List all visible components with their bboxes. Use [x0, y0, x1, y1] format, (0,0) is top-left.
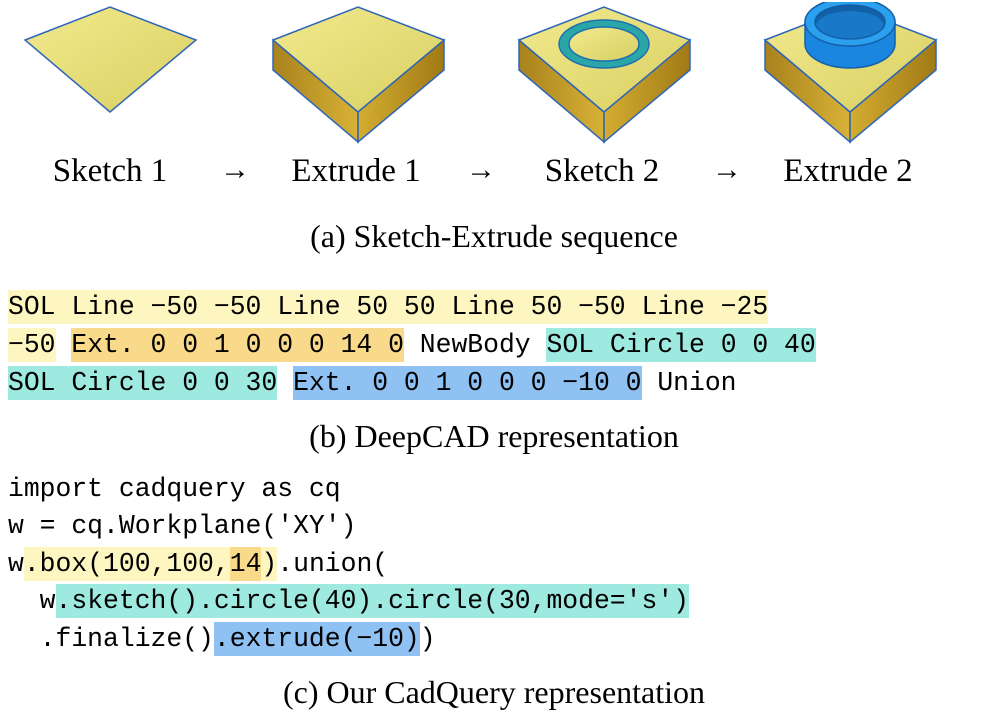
panel-b-line: SOL Line −50 −50 Line 50 50 Line 50 −50 …	[8, 290, 769, 324]
panel-c-line: .finalize().extrude(−10))	[8, 622, 436, 656]
panel-c-line: w.sketch().circle(40).circle(30,mode='s'…	[8, 584, 689, 618]
panel-c-highlight-yellow: )	[261, 547, 278, 581]
caption-a: (a) Sketch-Extrude sequence	[310, 218, 678, 254]
panel-b-highlight-orange: Ext. 0 0 1 0 0 0 14 0	[71, 328, 404, 362]
panel-c-token: import cadquery as cq	[8, 474, 341, 504]
panel-c-line: w = cq.Workplane('XY')	[8, 509, 356, 543]
panel-b-token: NewBody	[403, 330, 547, 360]
caption-c: (c) Our CadQuery representation	[282, 674, 706, 710]
panel-c-token: .union(	[277, 549, 389, 579]
sketch-1-shape	[23, 6, 198, 113]
arrow-icon: →	[712, 153, 742, 186]
panel-b-line: −50 Ext. 0 0 1 0 0 0 14 0 NewBody SOL Ci…	[8, 328, 816, 362]
panel-c-token: w = cq.Workplane('XY')	[8, 511, 357, 541]
panel-c-token: w	[8, 586, 56, 616]
caption-b: (b) DeepCAD representation	[309, 418, 679, 454]
panel-b-highlight-teal: SOL Circle 0 0 40	[546, 328, 816, 362]
extrude-1-shape	[271, 6, 446, 144]
panel-b-line: SOL Circle 0 0 30 Ext. 0 0 1 0 0 0 −10 0…	[8, 366, 737, 400]
panel-a: Sketch 1 → Extrude 1 → Sketch 2 → Extrud…	[0, 0, 988, 205]
panel-c-highlight-orange: 14	[229, 547, 262, 581]
panel-c-highlight-teal: .sketch().circle(40).circle(30,mode='s')	[55, 584, 689, 618]
panel-b-highlight-teal: SOL Circle 0 0 30	[8, 366, 278, 400]
step-label-sketch-1: Sketch 1	[52, 153, 168, 189]
panel-c-token: .finalize()	[8, 624, 214, 654]
panel-c-line: import cadquery as cq	[8, 472, 341, 506]
panel-c-token: )	[419, 624, 436, 654]
panel-c-highlight-yellow: .box(100,100,	[23, 547, 230, 581]
panel-b-token	[277, 366, 293, 400]
panel-c-token: w	[8, 549, 24, 579]
panel-b-token: Union	[641, 368, 737, 398]
panel-b-highlight-yellow: −50	[8, 328, 56, 362]
step-label-sketch-2: Sketch 2	[544, 153, 660, 189]
panel-b-token	[56, 328, 72, 362]
step-label-extrude-1: Extrude 1	[291, 153, 421, 189]
arrow-icon: →	[466, 153, 496, 186]
arrow-icon: →	[220, 153, 250, 186]
sketch-2-shape	[517, 6, 692, 144]
panel-c-highlight-blue: .extrude(−10)	[213, 622, 420, 656]
panel-b-highlight-yellow: SOL Line −50 −50 Line 50 50 Line 50 −50 …	[8, 290, 769, 324]
step-label-extrude-2: Extrude 2	[783, 153, 913, 189]
panel-c-line: w.box(100,100,14).union(	[8, 547, 388, 581]
extrude-2-shape	[763, 2, 938, 144]
panel-b-highlight-blue: Ext. 0 0 1 0 0 0 −10 0	[293, 366, 642, 400]
